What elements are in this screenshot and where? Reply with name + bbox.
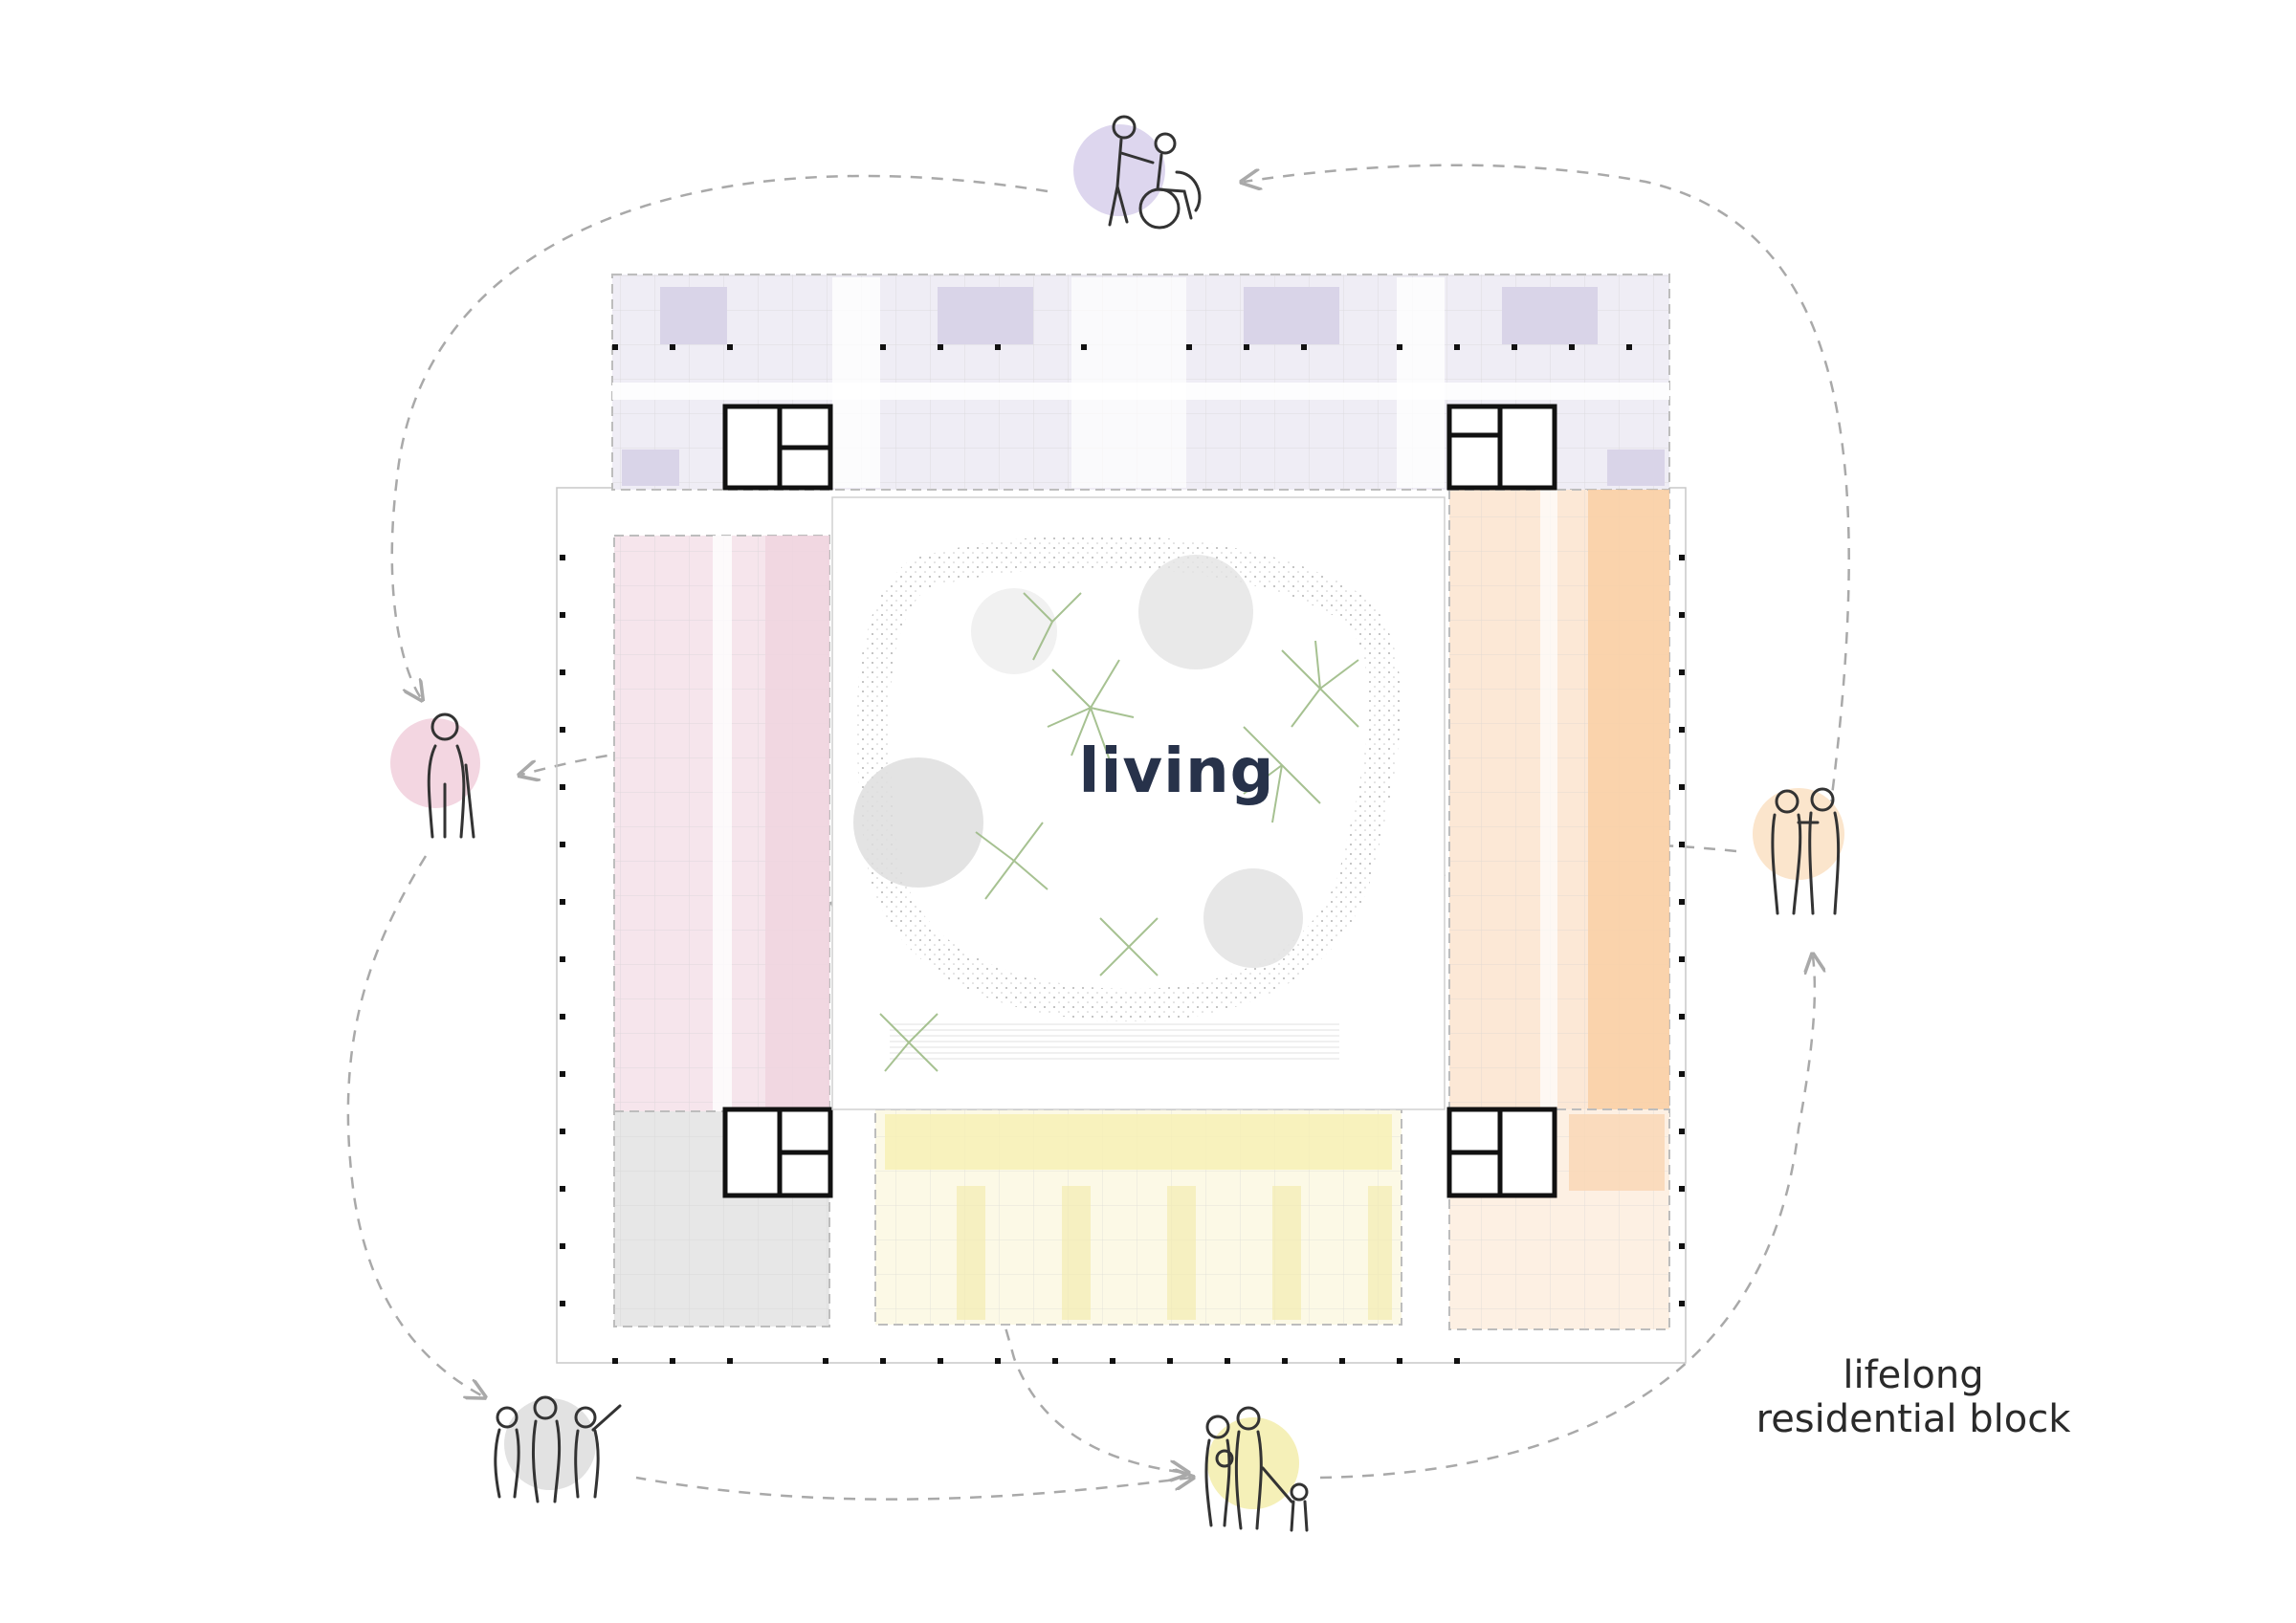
user-group-elderly: [390, 713, 480, 839]
user-group-couple: [1753, 787, 1844, 915]
user-group-friends: [494, 1395, 622, 1503]
south-wing: [874, 1108, 1402, 1326]
building-block: [556, 274, 1687, 1364]
friends-group-icon: [494, 1395, 622, 1503]
caption-line-2: residential block: [1755, 1397, 2071, 1441]
user-group-caregiver: [1073, 115, 1202, 230]
structural-columns: [560, 344, 1685, 1364]
diagram-caption: lifelong residential block: [1712, 1353, 2114, 1441]
user-group-family: [1204, 1406, 1309, 1532]
elderly-cane-icon: [427, 713, 475, 839]
caption-line-1: lifelong: [1843, 1353, 1984, 1397]
couple-icon: [1771, 787, 1841, 915]
family-children-icon: [1204, 1406, 1309, 1532]
east-wing: [1448, 489, 1670, 1117]
courtyard: [831, 496, 1446, 1110]
stair-cores: [722, 404, 1557, 1198]
southwest-wing: [613, 1110, 830, 1327]
center-label-living: living: [1078, 736, 1275, 807]
west-wing: [613, 535, 830, 1115]
caregiver-wheelchair-icon: [1108, 115, 1202, 230]
